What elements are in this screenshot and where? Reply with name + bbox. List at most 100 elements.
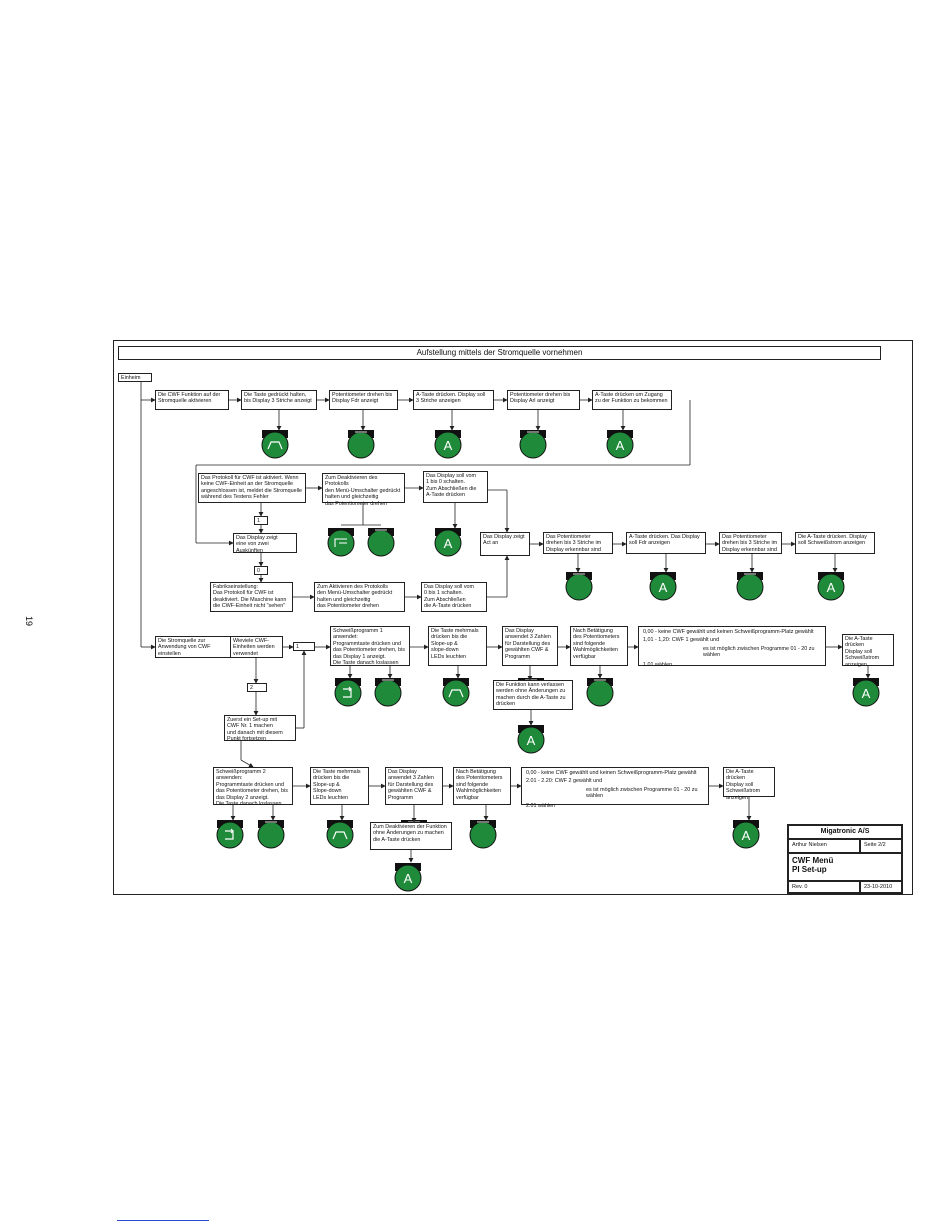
slope-icon (448, 689, 464, 698)
btn-a-2[interactable]: A (606, 430, 634, 459)
box-zero: 0 (254, 566, 268, 575)
revision: Rev. 0 (788, 881, 860, 893)
btn-display-6[interactable] (374, 678, 402, 707)
a-letter: A (444, 536, 453, 551)
box-set-cwf: Die Stromquelle zur Anwendung von CWF ei… (155, 636, 243, 658)
box-prog2-end: Die A-Taste drücken Display soll Schweiß… (723, 767, 775, 801)
btn-menu-switch[interactable] (327, 528, 355, 557)
option-line: 0,00 - keine CWF gewählt und keinen Schw… (643, 629, 814, 635)
option-line: 1,01 - 1,20: CWF 1 gewählt und (643, 637, 720, 644)
box-prog1-exit: Die Funktion kann verlassen werden ohne … (493, 680, 573, 710)
a-letter: A (527, 733, 536, 748)
box-deactivate-protocol: Zum Deaktivieren des Protokolls den Menü… (322, 473, 405, 507)
btn-a-6[interactable]: A (852, 678, 880, 707)
btn-a-8[interactable]: A (732, 820, 760, 849)
a-letter: A (862, 686, 871, 701)
step-pot-arl: Potentiometer drehen bis Display Arl anz… (507, 390, 580, 410)
display-bar-icon (477, 821, 489, 823)
box-prog2: Schweißprogramm 2 anwenden: Programmtast… (213, 767, 293, 807)
btn-display-3[interactable] (367, 528, 395, 557)
btn-display-5[interactable] (736, 572, 764, 601)
title-block: Migatronic A/S Arthur Nielsen Seite 2/2 … (787, 824, 903, 894)
option-line: es ist möglich zwischen Programme 01 - 2… (703, 645, 815, 659)
a-letter: A (827, 580, 836, 595)
btn-a-4[interactable]: A (649, 572, 677, 601)
box-activate-protocol: Zum Aktivieren des Protokolls den Menü-U… (314, 582, 405, 612)
box-prog2-display: Das Display anwendet 3 Zahlen für Darste… (385, 767, 443, 805)
a-letter: A (659, 580, 668, 595)
box-display-0-to-1: Das Display soll vom 0 bis 1 schalten. Z… (421, 582, 487, 612)
a-letter: A (616, 438, 625, 453)
date: 23-10-2010 (860, 881, 902, 893)
box-prog1-display: Das Display anwendet 3 Zahlen für Darste… (502, 626, 558, 666)
btn-program-2[interactable] (216, 820, 244, 849)
option-line: 2.01 - 2.20: CWF 2 gewählt und (526, 778, 603, 785)
box-two: 2 (247, 683, 267, 692)
btn-a-9[interactable]: A (394, 863, 422, 892)
display-bar-icon (573, 573, 585, 575)
btn-display-9[interactable] (257, 820, 285, 849)
company-name: Migatronic A/S (788, 825, 902, 839)
start-box: Einheim (118, 373, 152, 382)
box-prog1-end: Die A-Taste drücken Display soll Schweiß… (842, 634, 894, 668)
box-how-many: Wieviele CWF- Einheiten werden verwendet (230, 636, 283, 658)
program-icon (225, 828, 234, 840)
box-prog2-pot: Nach Betätigung des Potentiometers sind … (453, 767, 511, 805)
box-pot-3-lines-2: Das Potentiometer drehen bis 3 Striche i… (719, 532, 782, 554)
display-bar-icon (527, 431, 539, 433)
slope-icon (267, 441, 283, 450)
btn-display-11[interactable] (469, 820, 497, 849)
btn-a-7[interactable]: A (517, 725, 545, 754)
box-one-top: 1 (254, 516, 268, 525)
display-bar-icon (375, 529, 387, 531)
diagram-title: Aufstellung mittels der Stromquelle vorn… (118, 346, 881, 360)
btn-a-1[interactable]: A (434, 430, 462, 459)
box-display-1-to-0: Das Display soll vom 1 bis 0 schalten. Z… (423, 471, 488, 503)
document-title-line-2: PI Set-up (792, 865, 827, 874)
step-a-3-lines: A-Taste drücken. Display soll 3 Striche … (413, 390, 494, 410)
display-bar-icon (382, 679, 394, 681)
btn-slope-1[interactable] (261, 430, 289, 459)
box-setup-first: Zuerst ein Set-up mit CWF Nr. 1 machen u… (224, 715, 296, 742)
btn-display-2[interactable] (519, 430, 547, 459)
box-factory-setting: Fabrikseinstellung: Das Protokoll für CW… (210, 582, 293, 612)
box-prog1-options: 0,00 - keine CWF gewählt und keinen Schw… (638, 626, 826, 668)
box-prog2-options: 0,00 - keine CWF gewählt und keinen Schw… (521, 767, 709, 809)
program-icon (343, 686, 352, 698)
box-protocol-active: Das Protokoll für CWF ist aktiviert. Wen… (198, 473, 306, 503)
btn-display-4[interactable] (565, 572, 593, 601)
box-pot-3-lines-1: Das Potentiometer drehen bis 3 Striche i… (543, 532, 613, 554)
box-prog1-pot: Nach Betätigung des Potentiometers sind … (570, 626, 628, 666)
display-bar-icon (355, 431, 367, 433)
option-line: es ist möglich zwischen Programme 01 - 2… (586, 786, 698, 800)
box-prog2-slope: Die Taste mehrmals drücken bis die Slope… (310, 767, 369, 805)
btn-display-8[interactable] (586, 678, 614, 707)
btn-program-1[interactable] (334, 678, 362, 707)
slope-icon (332, 831, 348, 840)
box-a-weld-current: Die A-Taste drücken. Display soll Schwei… (795, 532, 875, 554)
step-pot-fdr: Potentiometer drehen bis Display Fdr anz… (329, 390, 398, 410)
menu-switch-icon (334, 538, 347, 547)
btn-display-1[interactable] (347, 430, 375, 459)
box-display-two-info: Das Display zeigt eine von zwei Auskünft… (233, 533, 297, 554)
a-letter: A (444, 438, 453, 453)
page-link-underline (117, 1220, 209, 1221)
box-a-fdr: A-Taste drücken. Das Display soll Fdr an… (626, 532, 706, 554)
display-bar-icon (744, 573, 756, 575)
option-line: 0,00 - keine CWF gewählt und keinen Schw… (526, 770, 697, 776)
step-hold-key: Die Taste gedrückt halten, bis Display 3… (241, 390, 317, 410)
btn-a-5[interactable]: A (817, 572, 845, 601)
btn-slope-3[interactable] (326, 820, 354, 849)
box-prog1: Schweißprogramm 1 anwendet: Programmtast… (330, 626, 410, 666)
document-title: CWF Menü PI Set-up (788, 853, 902, 881)
sheet-number: Seite 2/2 (860, 839, 902, 853)
option-line: 2.01 wählen (526, 802, 556, 809)
btn-slope-2[interactable] (442, 678, 470, 707)
box-display-act: Das Display zeigt Act an (480, 532, 530, 556)
display-bar-icon (265, 821, 277, 823)
btn-a-3[interactable]: A (434, 528, 462, 557)
author: Arthur Nielsen (788, 839, 860, 853)
step-a-access: A-Taste drücken um Zugang zu der Funktio… (592, 390, 672, 410)
option-line: 1.01 wählen (643, 661, 673, 668)
